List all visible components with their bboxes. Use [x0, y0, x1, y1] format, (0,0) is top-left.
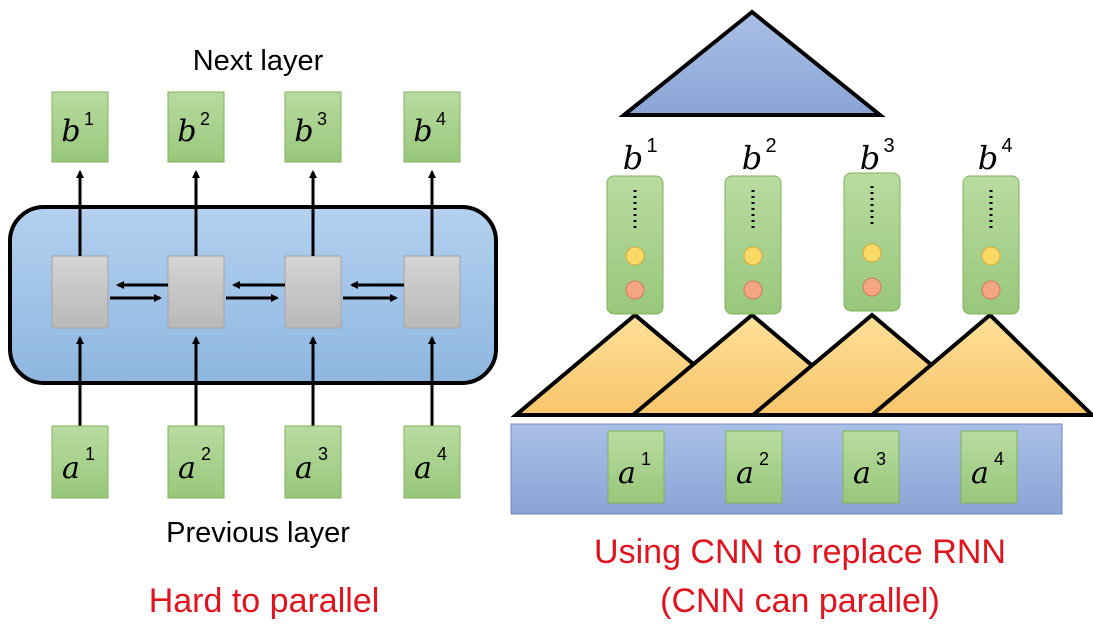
cnn-input-a4: a 4 — [960, 430, 1018, 504]
rnn-caption: Hard to parallel — [149, 582, 380, 620]
svg-text:4: 4 — [994, 449, 1004, 469]
svg-text:b: b — [177, 114, 196, 149]
cnn-vector-1 — [606, 175, 664, 315]
svg-text:b: b — [623, 139, 643, 177]
svg-text:2: 2 — [759, 449, 769, 469]
svg-text:b: b — [61, 114, 80, 149]
svg-text:3: 3 — [876, 449, 886, 469]
cnn-input-a2: a 2 — [725, 430, 783, 504]
svg-text:a: a — [62, 451, 80, 486]
cnn-output-label-b3: b 3 — [860, 135, 895, 177]
svg-text:a: a — [853, 456, 871, 491]
svg-text:a: a — [178, 451, 196, 486]
rnn-input-a2: a 2 — [167, 425, 225, 499]
svg-text:1: 1 — [85, 444, 95, 464]
svg-text:2: 2 — [200, 109, 210, 129]
cnn-vector-2 — [724, 175, 782, 315]
rnn-up-arrows-bottom — [76, 336, 436, 426]
svg-text:b: b — [413, 114, 432, 149]
rnn-input-a4: a 4 — [403, 425, 461, 499]
rnn-cell-3 — [284, 255, 342, 329]
svg-text:a: a — [414, 451, 432, 486]
rnn-input-a3: a 3 — [284, 425, 342, 499]
rnn-output-b2: b 2 — [167, 91, 225, 163]
svg-text:3: 3 — [317, 109, 327, 129]
cnn-output-label-b2: b 2 — [742, 135, 777, 177]
svg-text:3: 3 — [318, 444, 328, 464]
previous-layer-label: Previous layer — [166, 517, 350, 549]
svg-text:2: 2 — [765, 135, 776, 157]
rnn-output-b3: b 3 — [284, 91, 342, 163]
top-cnn-triangle — [618, 9, 886, 117]
svg-text:b: b — [860, 139, 880, 177]
rnn-up-arrows-top — [76, 170, 436, 256]
svg-text:2: 2 — [201, 444, 211, 464]
svg-text:b: b — [742, 139, 762, 177]
rnn-cell-1 — [51, 255, 109, 329]
svg-text:a: a — [618, 456, 636, 491]
rnn-cell-4 — [403, 255, 461, 329]
cnn-vector-4 — [962, 175, 1020, 315]
svg-text:1: 1 — [641, 449, 651, 469]
cnn-caption-line2: (CNN can parallel) — [660, 582, 940, 620]
svg-text:4: 4 — [1001, 135, 1012, 157]
cnn-output-label-b1: b 1 — [623, 135, 658, 177]
rnn-input-a1: a 1 — [51, 425, 109, 499]
svg-text:b: b — [294, 114, 313, 149]
cnn-input-a1: a 1 — [607, 430, 665, 504]
conv-triangle-4 — [866, 312, 1093, 417]
svg-text:a: a — [736, 456, 754, 491]
rnn-output-b1: b 1 — [51, 91, 109, 163]
svg-text:1: 1 — [646, 135, 657, 157]
svg-text:3: 3 — [883, 135, 894, 157]
svg-text:a: a — [295, 451, 313, 486]
svg-text:b: b — [978, 139, 998, 177]
rnn-bidirectional-arrows — [110, 281, 404, 302]
svg-text:4: 4 — [436, 109, 446, 129]
cnn-vector-3 — [843, 172, 901, 312]
svg-text:1: 1 — [84, 109, 94, 129]
cnn-input-a3: a 3 — [842, 430, 900, 504]
svg-text:a: a — [971, 456, 989, 491]
rnn-panel — [8, 205, 498, 385]
cnn-output-label-b4: b 4 — [978, 135, 1013, 177]
svg-text:4: 4 — [437, 444, 447, 464]
cnn-caption-line1: Using CNN to replace RNN — [594, 533, 1006, 571]
rnn-output-b4: b 4 — [403, 91, 461, 163]
rnn-cell-2 — [167, 255, 225, 329]
next-layer-label: Next layer — [193, 45, 324, 77]
